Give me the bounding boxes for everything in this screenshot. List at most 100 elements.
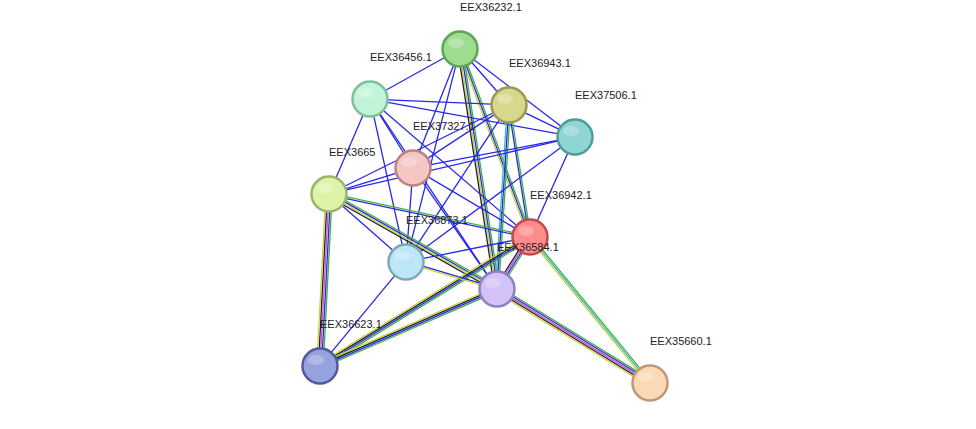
node-circle [631,364,669,402]
node-highlight [401,157,417,167]
evidence-strand [509,253,523,275]
evidence-strand [388,100,491,104]
protein-node: EEX36873.1 [387,243,425,281]
node-circle [441,30,479,68]
evidence-strand [423,183,486,274]
protein-label: EEX35660.1 [650,335,712,348]
evidence-strand [512,298,634,373]
node-highlight [638,372,654,382]
evidence-strand [541,251,638,369]
node-highlight [497,94,513,104]
node-highlight [394,251,410,261]
interaction-edge [380,114,404,152]
node-disc [389,245,424,280]
node-highlight [485,278,501,288]
node-circle [556,118,594,156]
evidence-strand [344,204,481,281]
node-highlight [563,126,579,136]
node-disc [312,177,347,212]
evidence-strand [336,247,515,357]
node-disc [492,88,527,123]
evidence-strand [511,123,526,219]
protein-label: EEX36873.1 [406,214,468,227]
evidence-strand [465,66,497,270]
protein-node: EEX36623.1 [301,347,339,385]
interaction-edge [511,296,637,377]
interaction-edge [525,113,559,129]
interaction-edge [347,141,558,190]
interaction-edge [511,123,528,220]
evidence-strand [347,141,558,190]
interaction-edge [505,251,523,275]
protein-label: EEX36623.1 [320,318,382,331]
evidence-strand [525,113,559,129]
evidence-strand [513,297,635,372]
node-circle [478,270,516,308]
protein-label: EEX36584.1 [497,241,559,254]
node-circle [490,86,528,124]
interaction-edge [388,102,558,133]
protein-node: EEX37327.1 [394,149,432,187]
interaction-edge [431,140,558,164]
protein-label: EEX37327.1 [413,120,475,133]
protein-label: EEX36943.1 [509,57,571,70]
node-disc [558,120,593,155]
protein-node: EEX35660.1 [631,364,669,402]
interaction-edge [388,100,491,104]
evidence-strand [345,202,482,279]
evidence-strand [511,301,633,376]
interaction-edge [384,111,517,225]
node-disc [396,151,431,186]
protein-node: EEX36456.1 [351,80,389,118]
interaction-edge [346,173,396,188]
node-circle [394,149,432,187]
protein-node: EEX3665 [310,175,348,213]
interaction-edge [460,66,496,271]
evidence-strand [384,111,517,225]
node-highlight [308,355,324,365]
evidence-strand [537,153,567,220]
evidence-strand [343,205,480,282]
evidence-strand [511,300,633,375]
protein-node: EEX36232.1 [441,30,479,68]
node-disc [303,349,338,384]
node-circle [310,175,348,213]
protein-label: EEX3665 [329,146,375,159]
interaction-edge [540,250,640,370]
evidence-strand [388,102,558,133]
node-disc [480,272,515,307]
evidence-strand [506,252,520,274]
interaction-edge [343,201,482,282]
node-highlight [358,88,374,98]
node-highlight [448,38,464,48]
node-circle [351,80,389,118]
protein-node: EEX36584.1 [478,270,516,308]
interaction-edge [537,153,567,220]
interaction-edge [423,183,486,274]
protein-node: EEX37506.1 [556,118,594,156]
evidence-strand [514,296,636,371]
node-highlight [317,183,333,193]
evidence-strand [423,268,479,285]
evidence-strand [380,114,404,152]
protein-label: EEX36942.1 [530,189,592,202]
node-circle [387,243,425,281]
evidence-strand [464,67,496,271]
protein-label: EEX37506.1 [575,89,637,102]
evidence-strand [507,253,521,275]
interaction-edge [423,266,480,284]
node-highlight [518,226,534,236]
evidence-strand [346,173,396,188]
node-circle [301,347,339,385]
evidence-strand [431,140,558,164]
protein-node: EEX36943.1 [490,86,528,124]
protein-label: EEX36232.1 [460,1,522,14]
node-disc [353,82,388,117]
interaction-edge [334,244,516,358]
evidence-strand [423,266,479,283]
evidence-strand [540,252,637,370]
node-disc [633,366,668,401]
evidence-strand [337,248,516,358]
evidence-strand [513,123,528,219]
